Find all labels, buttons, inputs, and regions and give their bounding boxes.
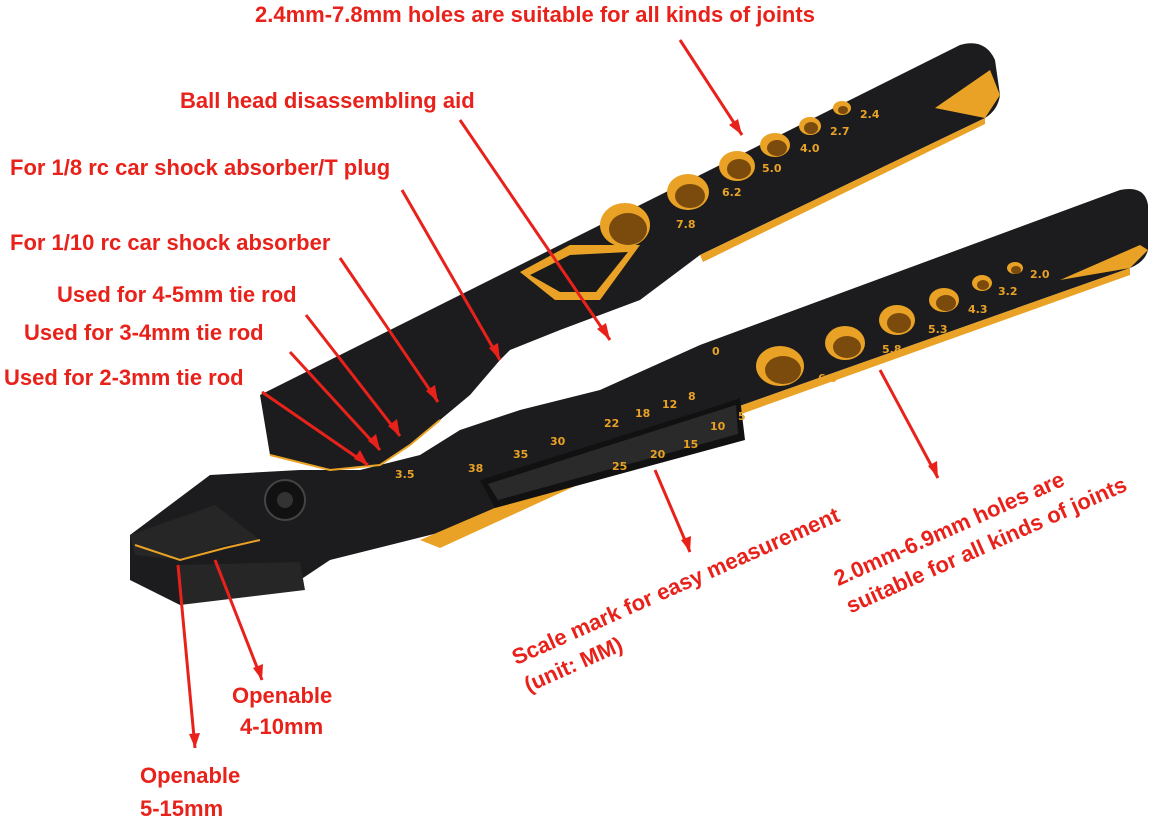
lower-hole-label: 6.9 <box>818 372 838 385</box>
label-ball-head-aid: Ball head disassembling aid <box>180 88 475 113</box>
scale-top-label: 35 <box>513 448 528 461</box>
scale-bottom-label: 25 <box>612 460 627 473</box>
label-openable-5-15: Openable 5-15mm <box>140 763 240 822</box>
lower-hole-label: 5.8 <box>882 343 902 356</box>
label-openable-4-10-line2: 4-10mm <box>240 714 324 740</box>
scale-top-label: 18 <box>635 407 650 420</box>
upper-handle <box>260 43 1000 471</box>
scale-top-label: 38 <box>468 462 483 475</box>
lower-handle <box>130 189 1148 605</box>
upper-hole-label: 2.7 <box>830 125 850 138</box>
lower-hole-label: 3.2 <box>998 285 1018 298</box>
scale-top-label: 8 <box>688 390 696 403</box>
jaw: 3.5 <box>130 419 441 605</box>
label-openable-5-15-line2: 5-15mm <box>140 796 224 822</box>
scale-marks: 38 35 30 22 18 12 8 0 25 20 15 10 5 <box>468 345 746 475</box>
upper-hole-label: 5.0 <box>762 162 782 175</box>
lower-hole-label: 2.0 <box>1030 268 1050 281</box>
label-openable-4-10-line1: Openable <box>232 683 333 708</box>
lower-hole-labels: 6.9 5.8 5.3 4.3 3.2 2.0 <box>818 268 1050 385</box>
label-openable-5-15-line1: Openable <box>140 763 241 788</box>
scale-top-label: 30 <box>550 435 566 448</box>
upper-hole-label: 7.8 <box>676 218 696 231</box>
scale-bottom-label: 20 <box>650 448 666 461</box>
annotation-arrows <box>176 39 940 749</box>
label-shock-1-10: For 1/10 rc car shock absorber <box>10 230 331 255</box>
label-shock-1-8: For 1/8 rc car shock absorber/T plug <box>10 155 391 180</box>
label-tie-rod-4-5: Used for 4-5mm tie rod <box>57 282 297 307</box>
lower-holes <box>756 262 1023 386</box>
jaw-mark: 3.5 <box>395 468 415 481</box>
label-upper-holes: 2.4mm-7.8mm holes are suitable for all k… <box>255 2 815 27</box>
scale-top-label: 22 <box>604 417 619 430</box>
label-tie-rod-2-3: Used for 2-3mm tie rod <box>4 365 244 390</box>
lower-hole-label: 4.3 <box>968 303 988 316</box>
upper-holes <box>600 101 851 247</box>
label-openable-4-10: Openable 4-10mm <box>232 683 332 740</box>
scale-bottom-label: 10 <box>710 420 726 433</box>
scale-bottom-label: 15 <box>683 438 698 451</box>
upper-hole-label: 4.0 <box>800 142 820 155</box>
lower-hole-label: 5.3 <box>928 323 948 336</box>
upper-hole-label: 2.4 <box>860 108 880 121</box>
scale-top-label: 0 <box>712 345 720 358</box>
upper-hole-label: 6.2 <box>722 186 742 199</box>
upper-hole-labels: 7.8 6.2 5.0 4.0 2.7 2.4 <box>676 108 880 231</box>
scale-bottom-label: 5 <box>738 410 746 423</box>
label-tie-rod-3-4: Used for 3-4mm tie rod <box>24 320 264 345</box>
scale-top-label: 12 <box>662 398 677 411</box>
